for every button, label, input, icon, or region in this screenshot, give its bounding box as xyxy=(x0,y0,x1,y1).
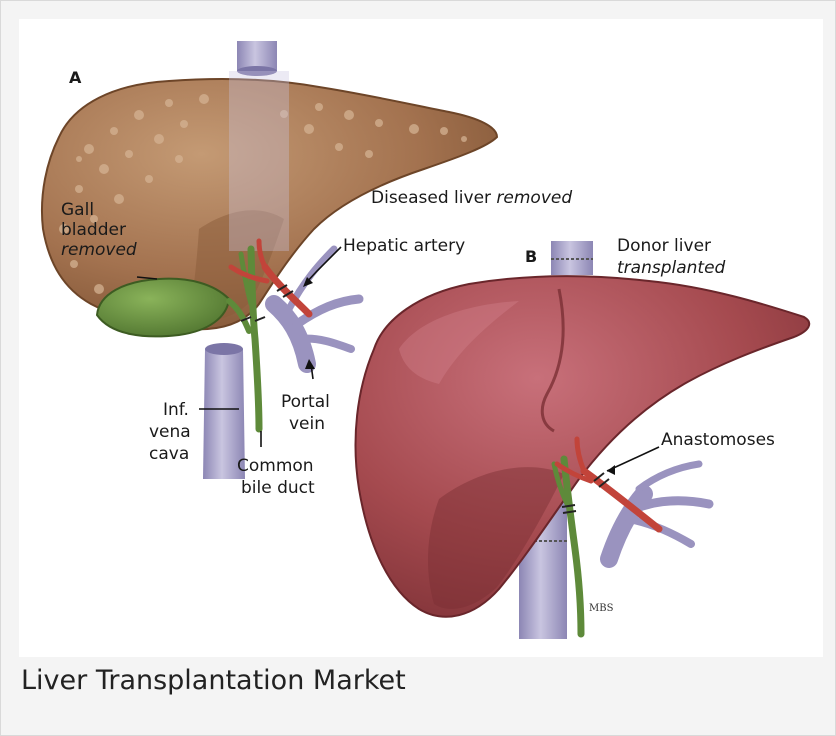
inf-vena-cava-label-line2: vena xyxy=(149,422,191,442)
liver-diagram-svg: A B Diseased liver removed Gall bladder … xyxy=(19,19,823,657)
gall-bladder-label-line1: Gall xyxy=(61,200,94,220)
common-bile-duct-label-line2: bile duct xyxy=(241,478,315,498)
image-caption: Liver Transplantation Market xyxy=(21,665,406,696)
portal-vein-label-line2: vein xyxy=(289,414,325,434)
panel-label-a: A xyxy=(69,68,82,87)
artist-signature: MBS xyxy=(589,603,614,614)
donor-liver-label-line1: Donor liver xyxy=(617,236,711,256)
panel-label-b: B xyxy=(525,247,537,266)
gall-bladder-label-line3: removed xyxy=(61,240,137,260)
portal-vein-label-line1: Portal xyxy=(281,392,330,412)
ivc-top-stub-b xyxy=(551,241,593,275)
ivc-top-stub-a xyxy=(237,41,277,76)
hepatic-artery-label: Hepatic artery xyxy=(343,236,465,256)
anastomoses-label: Anastomoses xyxy=(661,430,775,450)
liver-transplant-illustration: A B Diseased liver removed Gall bladder … xyxy=(19,19,823,657)
donor-liver-label-line2: transplanted xyxy=(617,258,726,278)
inf-vena-cava-label-line1: Inf. xyxy=(163,400,189,420)
gall-bladder-label-line2: bladder xyxy=(61,220,126,240)
common-bile-duct-label-line1: Common xyxy=(237,456,314,476)
inf-vena-cava-label-line3: cava xyxy=(149,444,189,464)
portal-vein-a xyxy=(274,249,359,364)
portal-vein-b xyxy=(609,464,709,559)
diseased-liver-label: Diseased liver removed xyxy=(371,188,572,208)
